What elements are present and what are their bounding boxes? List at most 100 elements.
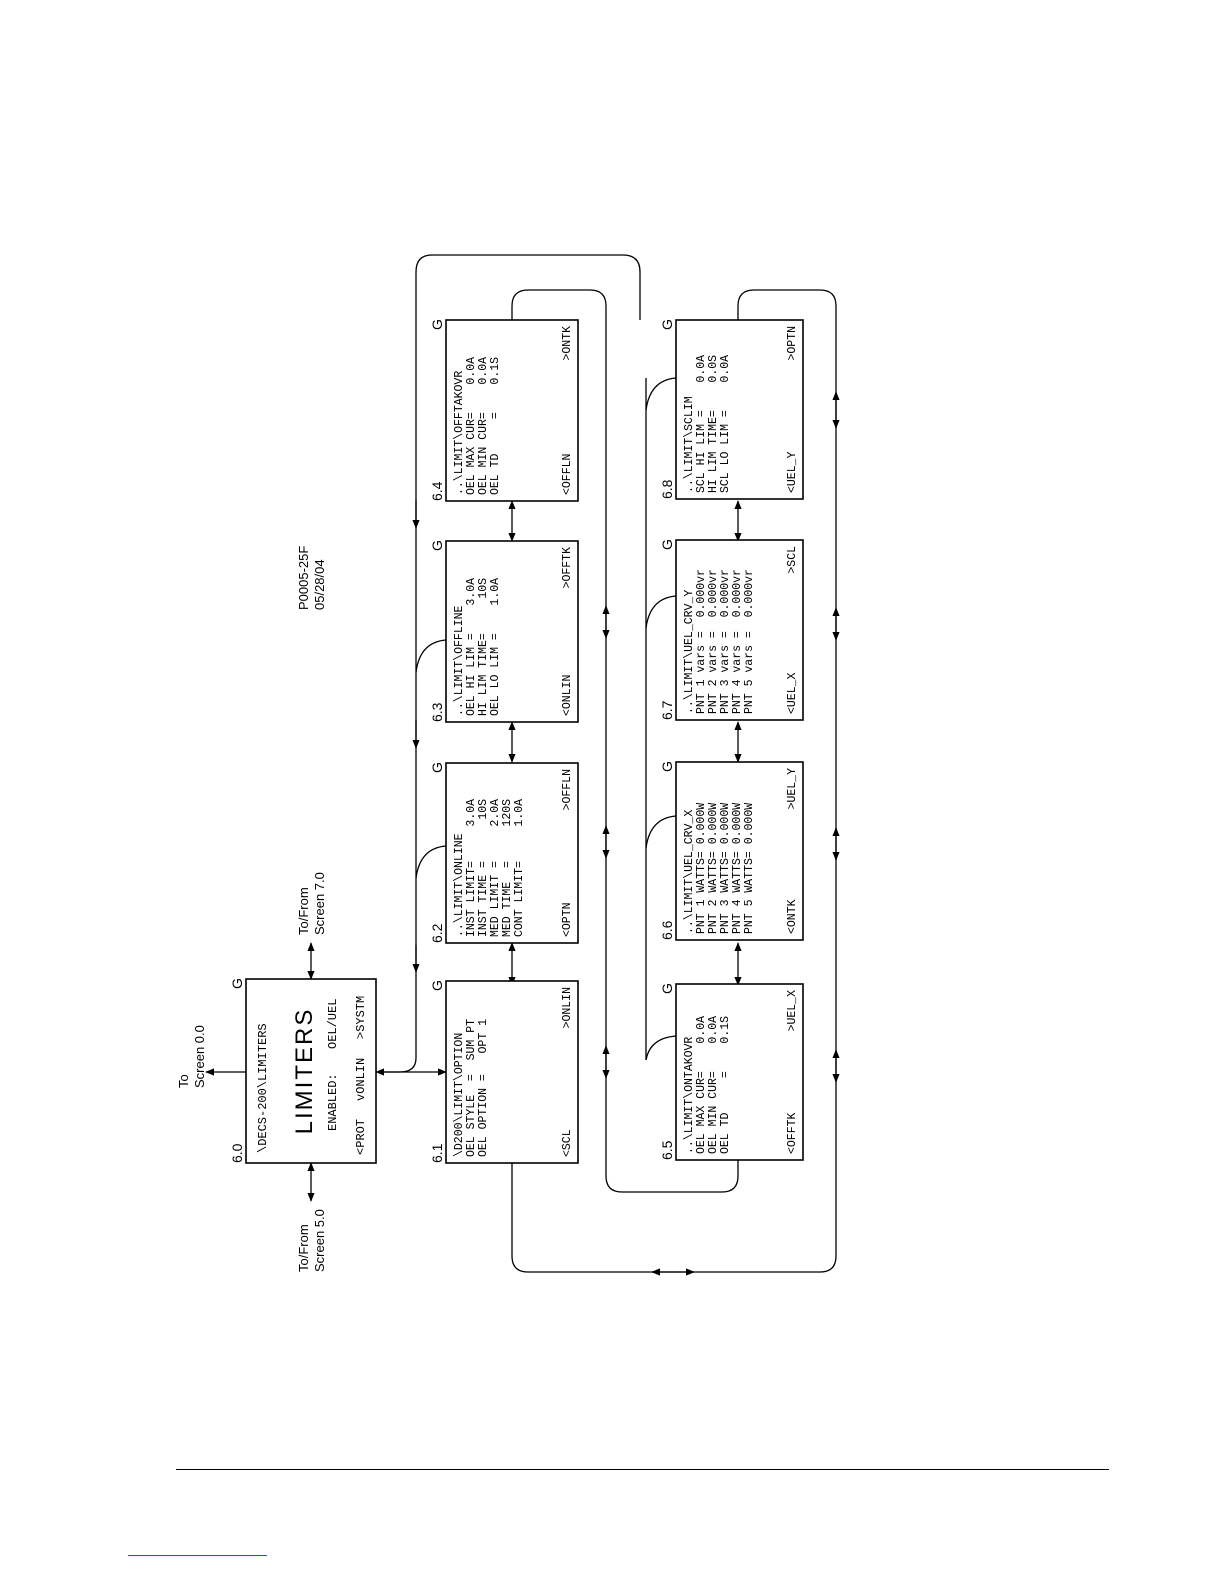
label-text: Screen 7.0 [312, 872, 327, 935]
screen-text-line: SCL LO LIM = 0.0A [719, 355, 732, 493]
screen-text-line: PNT 2 WATTS= 0.000W [707, 803, 720, 934]
screen-text-line: HI LIM TIME= 10S [477, 578, 490, 716]
screen-text-line: PNT 5 vars = 0.000vr [743, 569, 756, 714]
screen-frame [445, 540, 579, 723]
screen-text-line: 6.5 [659, 1140, 675, 1160]
screen-text-line: PNT 4 WATTS= 0.000W [731, 803, 744, 934]
screen-6-5: 6.5 G ..\LIMIT\ONTAKOVR OEL MAX CUR= 0.0… [659, 983, 804, 1161]
screen-text-line: ..\LIMIT\ONLINE [453, 833, 466, 937]
screen-text-line: G [659, 983, 675, 994]
screen-text-line: <UEL_Y [786, 451, 799, 493]
screen-text-line: G [659, 319, 675, 330]
screen-number: 6.0 [229, 1143, 245, 1163]
connector-line [645, 377, 677, 411]
screen-text-line: 6.1 [429, 1143, 445, 1163]
label-text: To/From [296, 1224, 311, 1272]
screen-text-line: 6.2 [429, 923, 445, 943]
figure-id: P0005-25F 05/28/04 [296, 546, 327, 610]
screen-text-line: >SCL [786, 546, 799, 574]
link-s64-s65 [511, 289, 739, 1193]
screen-text-line: G [429, 540, 445, 551]
footer-link-underline[interactable] [128, 1555, 267, 1556]
screen-text-line: >ONLIN [561, 987, 574, 1028]
screen-text-line: G [659, 761, 675, 772]
screen-text-line: MED LIMIT = 2.0A [489, 799, 502, 937]
screen-text-line: 6.7 [659, 700, 675, 720]
screen-text-line: OEL OPTION = OPT 1 [477, 1019, 490, 1157]
screen-text-line: OEL TD = 0.1S [719, 1016, 732, 1154]
label-text: 05/28/04 [312, 559, 327, 610]
screen-text-line: G [429, 319, 445, 330]
screen-text-line: PNT 4 vars = 0.000vr [731, 569, 744, 714]
screen-frame [445, 762, 579, 944]
screen-title: LIMITERS [291, 1008, 318, 1135]
screen-text-line: PNT 1 vars = 0.000vr [695, 569, 708, 714]
screen-text-line: PNT 1 WATTS= 0.000W [695, 803, 708, 934]
screen-6-6: 6.6 G ..\LIMIT\UEL_CRV_X PNT 1 WATTS= 0.… [659, 761, 804, 941]
screen-text-line: G [429, 980, 445, 991]
screen-text-line: ..\LIMIT\OFFLINE [453, 605, 466, 716]
screen-text-line: CONT LIMIT= 1.0A [513, 799, 526, 937]
screen-text-line: G [429, 762, 445, 773]
screen-text-line: >OPTN [786, 326, 799, 361]
link-s68-s61 [511, 289, 837, 1273]
screen-6-4: 6.4 G ..\LIMIT\OFFTAKOVR OEL MAX CUR= 0.… [429, 319, 579, 502]
label-text: Screen 5.0 [312, 1209, 327, 1272]
screen-text-line: <OFFTK [786, 1112, 799, 1154]
screen-text-line: INST LIMIT= 3.0A [465, 799, 478, 937]
screen-6-0: 6.0 G \DECS-200\LIMITERS LIMITERS ENABLE… [229, 978, 377, 1164]
screen-text-line: ..\LIMIT\OFFTAKOVR [453, 371, 466, 495]
screen-text-line: PNT 3 vars = 0.000vr [719, 569, 732, 714]
status-g: G [229, 978, 245, 989]
screen-frame [675, 983, 804, 1161]
screen-text-line: \D200\LIMIT\OPTION [453, 1033, 466, 1157]
screen-text-line: SCL HI LIM = 0.0A [695, 355, 708, 493]
label-to-from-screen-50: To/From Screen 5.0 [296, 1209, 327, 1272]
screen-text-line: <OPTN [561, 902, 574, 937]
screen-text-line: ENABLED: [326, 1073, 340, 1131]
screen-text-line: >OFFTK [561, 547, 574, 589]
screen-text-line: 6.3 [429, 702, 445, 722]
label-text: To [176, 1074, 191, 1088]
screen-6-7: 6.7 G ..\LIMIT\UEL_CRV_Y PNT 1 vars = 0.… [659, 539, 804, 721]
screen-frame [675, 761, 804, 941]
connector-line [645, 815, 677, 849]
screen-text-line: <OFFLN [561, 454, 574, 495]
screen-text-line: OEL/UEL [326, 999, 340, 1049]
screen-text-line: OEL TD = 0.1S [489, 357, 502, 495]
screen-text-line: 6.4 [429, 481, 445, 501]
connector-line [415, 639, 447, 673]
screen-6-3: 6.3 G ..\LIMIT\OFFLINE OEL HI LIM = 3.0A… [429, 540, 579, 723]
screen-text-line: OEL MIN CUR= 0.0A [477, 357, 490, 495]
label-text: Screen 0.0 [192, 1025, 207, 1088]
connector-line [645, 1035, 677, 1061]
screen-text-line: PNT 5 WATTS= 0.000W [743, 803, 756, 934]
screen-text-line: <ONTK [786, 899, 799, 934]
screen-text-line: ..\LIMIT\ONTAKOVR [683, 1037, 696, 1154]
screen-text-line: OEL STYLE = SUM PT [465, 1019, 478, 1157]
screen-frame [675, 539, 804, 721]
screen-text-line: vONLIN [354, 1058, 368, 1101]
label-text: P0005-25F [296, 546, 311, 610]
connection-wires [205, 254, 840, 1276]
screen-text-line: OEL MAX CUR= 0.0A [695, 1016, 708, 1154]
screen-text-line: 6.6 [659, 920, 675, 940]
label-to-from-screen-70: To/From Screen 7.0 [296, 872, 327, 935]
screen-text-line: <PROT [354, 1119, 368, 1155]
screen-text-line: >UEL_X [786, 990, 799, 1032]
screen-text-line: OEL MIN CUR= 0.0A [707, 1016, 720, 1154]
screen-text-line: OEL LO LIM = 1.0A [489, 578, 502, 716]
label-text: To/From [296, 887, 311, 935]
screen-text-line: >SYSTM [354, 996, 368, 1039]
screen-text-line: >UEL_Y [786, 768, 799, 810]
screen-text-line: ..\LIMIT\SCLIM [683, 396, 696, 493]
screen-frame [445, 319, 579, 502]
screen-text-line: <SCL [561, 1129, 574, 1157]
screen-6-2: 6.2 G ..\LIMIT\ONLINE INST LIMIT= 3.0A I… [429, 762, 579, 944]
connector-line [415, 845, 447, 879]
screen-text-line: MED TIME = 120S [501, 799, 514, 937]
screen-text-line: PNT 3 WATTS= 0.000W [719, 803, 732, 934]
screen-text-line: INST TIME = 10S [477, 799, 490, 937]
